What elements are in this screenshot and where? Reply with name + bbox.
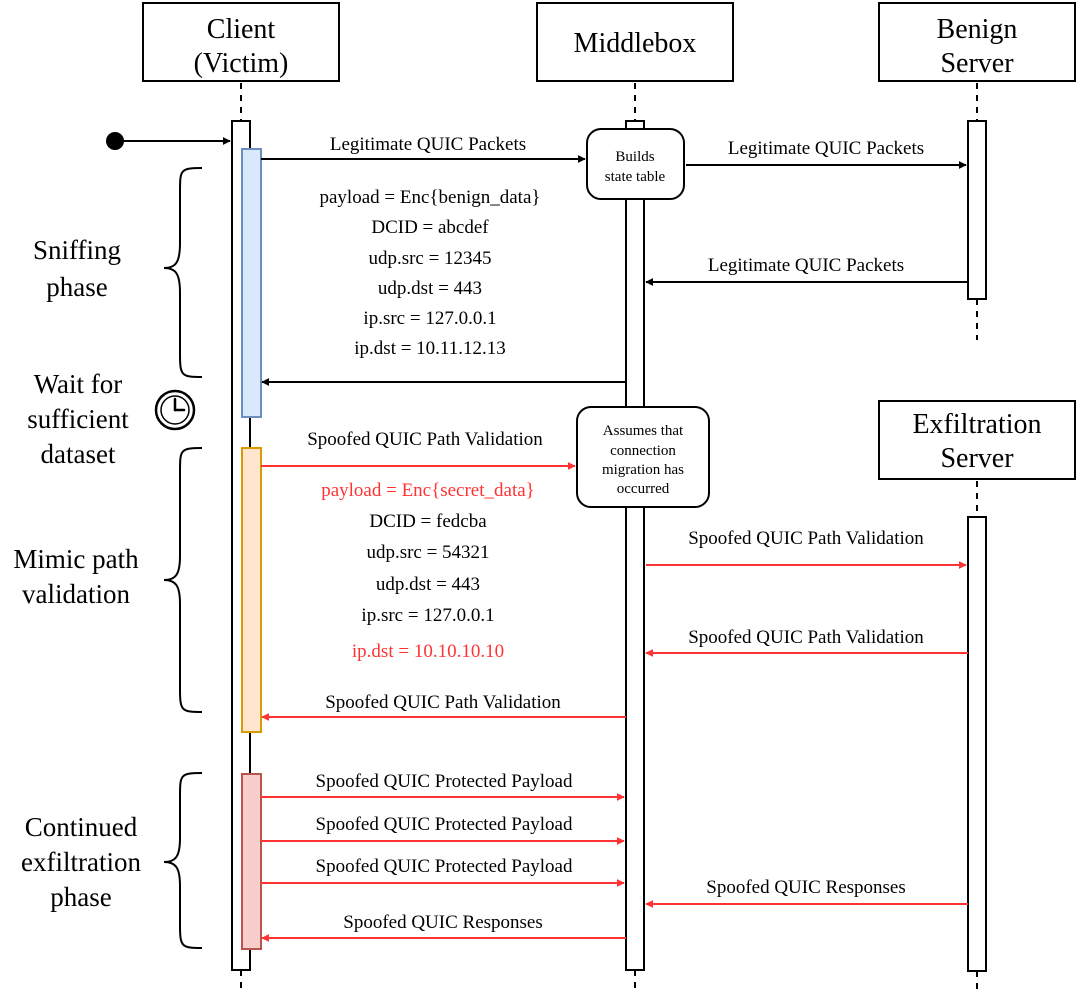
brace-sniffing [163,167,203,378]
phase-bar-sniffing [241,148,262,418]
spoofed-field-ip-dst: ip.dst = 10.10.10.10 [352,641,504,662]
label-protected-payload-3: Spoofed QUIC Protected Payload [316,856,573,877]
label-protected-payload-1: Spoofed QUIC Protected Payload [316,771,573,792]
participant-benign-server: Benign Server [878,2,1076,82]
phase-continued-line-3: phase [50,882,111,912]
spoofed-field-udp-src: udp.src = 54321 [366,542,489,563]
note-assumes-line-2: connection [610,443,676,459]
note-builds-line-1: Builds [615,149,654,165]
label-spoof-pv-exfil-to-middlebox: Spoofed QUIC Path Validation [688,627,924,648]
note-assumes-line-1: Assumes that [603,423,684,439]
messages-mimic: Spoofed QUIC Path Validation Spoofed QUI… [261,429,968,721]
label-responses-middlebox-to-client: Spoofed QUIC Responses [343,912,543,933]
phase-wait-line-2: sufficient [27,404,129,434]
participant-client-line-1: Client [207,14,276,45]
spoofed-field-payload: payload = Enc{secret_data} [321,480,535,501]
clock-icon [154,389,196,431]
participant-benign-line-1: Benign [937,14,1018,45]
participant-client: Client (Victim) [142,2,340,82]
benign-field-udp-dst: udp.dst = 443 [378,278,482,299]
note-builds-state-table: Builds state table [586,128,685,200]
spoofed-field-dcid: DCID = fedcba [369,511,487,532]
benign-field-dcid: DCID = abcdef [371,217,489,238]
packet-fields-spoofed: payload = Enc{secret_data} DCID = fedcba… [321,480,535,662]
participant-benign-line-2: Server [940,48,1014,79]
label-legit-middlebox-to-benign: Legitimate QUIC Packets [728,138,924,159]
note-assumes-line-4: occurred [617,481,670,497]
activation-middlebox [625,120,645,971]
benign-field-ip-src: ip.src = 127.0.0.1 [363,308,496,329]
spoofed-field-ip-src: ip.src = 127.0.0.1 [361,605,494,626]
brace-mimic [163,447,203,713]
packet-fields-benign: payload = Enc{benign_data} DCID = abcdef… [320,187,541,359]
phase-bar-mimic [241,447,262,733]
benign-field-udp-src: udp.src = 12345 [368,248,491,269]
phase-mimic-line-1: Mimic path [13,544,139,574]
phase-sniffing-line-1: Sniffing [33,235,121,265]
benign-field-payload: payload = Enc{benign_data} [320,187,541,208]
lifelines [240,83,978,994]
messages-sniffing: Legitimate QUIC Packets Legitimate QUIC … [261,134,968,386]
activation-exfil [967,516,987,972]
phase-sniffing-line-2: phase [46,272,107,302]
phase-wait-line-1: Wait for [34,369,123,399]
phase-continued-line-1: Continued [25,812,138,842]
participant-exfil-line-1: Exfiltration [912,409,1041,440]
phase-bar-exfiltration [241,773,262,950]
spoofed-field-udp-dst: udp.dst = 443 [376,574,480,595]
phase-mimic-line-2: validation [22,579,130,609]
participant-exfiltration-server: Exfiltration Server [878,400,1076,480]
label-responses-exfil-to-middlebox: Spoofed QUIC Responses [706,877,906,898]
benign-field-ip-dst: ip.dst = 10.11.12.13 [354,338,505,359]
note-assumes-migration: Assumes that connection migration has oc… [576,406,710,508]
messages-exfiltration: Spoofed QUIC Protected Payload Spoofed Q… [261,771,968,942]
label-protected-payload-2: Spoofed QUIC Protected Payload [316,814,573,835]
note-assumes-line-3: migration has [602,462,684,478]
phase-wait-line-3: dataset [41,439,116,469]
label-spoof-pv-client-to-middlebox: Spoofed QUIC Path Validation [307,429,543,450]
label-spoof-pv-middlebox-to-client: Spoofed QUIC Path Validation [325,692,561,713]
label-legit-benign-to-middlebox: Legitimate QUIC Packets [708,255,904,276]
participant-exfil-line-2: Server [940,443,1014,474]
brace-exfiltration [163,772,203,949]
participant-middlebox: Middlebox [536,2,734,82]
phase-continued-line-2: exfiltration [21,847,141,877]
phase-labels: Sniffing phase Wait for sufficient datas… [13,235,141,912]
note-builds-line-2: state table [605,169,666,185]
participant-client-line-2: (Victim) [194,48,289,79]
participant-middlebox-label: Middlebox [574,28,697,59]
label-legit-client-to-middlebox: Legitimate QUIC Packets [330,134,526,155]
activation-benign [967,120,987,300]
label-spoof-pv-middlebox-to-exfil: Spoofed QUIC Path Validation [688,528,924,549]
phase-braces [163,167,203,949]
